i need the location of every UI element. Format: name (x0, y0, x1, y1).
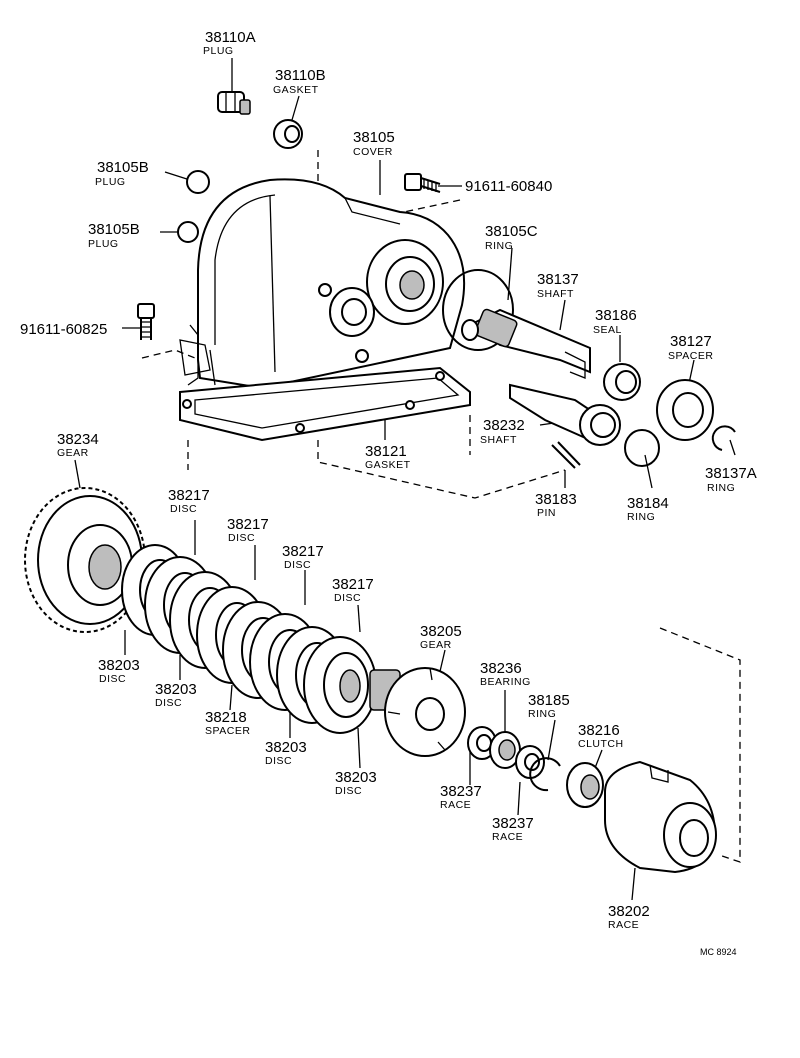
callout-38232-caption: SHAFT (480, 434, 517, 446)
callout-38203-d-number: 38203 (335, 769, 377, 786)
callout-38217-a-caption: DISC (170, 503, 197, 515)
callout-38236-number: 38236 (480, 660, 522, 677)
plug-38105b-lower (177, 221, 199, 243)
callout-38137a-number: 38137A (705, 465, 757, 482)
bolt-91611-60840 (404, 173, 441, 193)
gasket-38121 (179, 366, 471, 442)
callout-38183-number: 38183 (535, 491, 577, 508)
callout-38110a-caption: PLUG (203, 45, 234, 57)
callout-38105-caption: COVER (353, 146, 393, 158)
callout-38186-number: 38186 (595, 307, 637, 324)
callout-38237-b-number: 38237 (492, 815, 534, 832)
callout-38237-a-number: 38237 (440, 783, 482, 800)
callout-38236-caption: BEARING (480, 676, 531, 688)
callout-38105b-upper-number: 38105B (97, 159, 149, 176)
shaft-38137 (461, 308, 591, 379)
callout-38234-caption: GEAR (57, 447, 89, 459)
callout-38203-c-caption: DISC (265, 755, 292, 767)
callout-38203-b-number: 38203 (155, 681, 197, 698)
callout-38183-caption: PIN (537, 507, 556, 519)
plug-38105b-upper (186, 170, 210, 194)
cover-38105 (179, 178, 466, 390)
callout-38203-a-number: 38203 (98, 657, 140, 674)
callout-labels: 38110A PLUG 38110B GASKET 38105 COVER 38… (20, 29, 757, 957)
callout-38121-number: 38121 (365, 443, 407, 460)
callout-38184-caption: RING (627, 511, 655, 523)
callout-38205-caption: GEAR (420, 639, 452, 651)
callout-38121-caption: GASKET (365, 459, 411, 471)
reference-code: MC 8924 (700, 947, 737, 957)
callout-38186-caption: SEAL (593, 324, 622, 336)
race-38202 (604, 760, 717, 874)
callout-38137-number: 38137 (537, 271, 579, 288)
callout-38137a-caption: RING (707, 482, 735, 494)
callout-38203-c-number: 38203 (265, 739, 307, 756)
callout-38217-c-caption: DISC (284, 559, 311, 571)
callout-38216-caption: CLUTCH (578, 738, 624, 750)
callout-38203-b-caption: DISC (155, 697, 182, 709)
gasket-38110b (273, 119, 303, 149)
race-38237-left (467, 726, 497, 760)
callout-91611-60840-number: 91611-60840 (465, 178, 552, 195)
callout-38218-number: 38218 (205, 709, 247, 726)
callout-38105b-lower-caption: PLUG (88, 238, 119, 250)
callout-38127-caption: SPACER (668, 350, 713, 362)
callout-38217-a-number: 38217 (168, 487, 210, 504)
callout-38105-number: 38105 (353, 129, 395, 146)
plug-38110a (217, 91, 251, 115)
callout-38232-number: 38232 (483, 417, 525, 434)
callout-38110a-number: 38110A (205, 29, 256, 46)
clutch-38216 (566, 762, 604, 808)
callout-38234-number: 38234 (57, 431, 99, 448)
callout-38137-caption: SHAFT (537, 288, 574, 300)
ring-38105c (442, 269, 514, 351)
callout-38217-b-number: 38217 (227, 516, 269, 533)
ring-38184 (624, 429, 660, 467)
callout-38185-caption: RING (528, 708, 556, 720)
callout-38202-caption: RACE (608, 919, 639, 931)
callout-38184-number: 38184 (627, 495, 669, 512)
callout-38202-number: 38202 (608, 903, 650, 920)
callout-38217-c-number: 38217 (282, 543, 324, 560)
bearing-38236 (489, 731, 521, 769)
callout-38203-d-caption: DISC (335, 785, 362, 797)
callout-38110b-caption: GASKET (273, 84, 319, 96)
gear-38205 (369, 667, 466, 757)
callout-38218-caption: SPACER (205, 725, 250, 737)
callout-38127-number: 38127 (670, 333, 712, 350)
callout-38205-number: 38205 (420, 623, 462, 640)
callout-38217-b-caption: DISC (228, 532, 255, 544)
shaft-38232 (509, 383, 621, 446)
callout-91611-60825-number: 91611-60825 (20, 321, 107, 338)
callout-38105c-caption: RING (485, 240, 513, 252)
callout-38105b-upper-caption: PLUG (95, 176, 126, 188)
callout-38203-a-caption: DISC (99, 673, 126, 685)
callout-38217-d-caption: DISC (334, 592, 361, 604)
callout-38216-number: 38216 (578, 722, 620, 739)
spacer-38127 (656, 379, 714, 441)
bolt-91611-60825 (137, 303, 155, 340)
callout-38105b-lower-number: 38105B (88, 221, 140, 238)
pin-38183 (551, 441, 581, 469)
callout-38105c-number: 38105C (485, 223, 538, 240)
ring-38137a (711, 425, 736, 451)
ring-38185 (529, 757, 561, 792)
callout-38110b-number: 38110B (275, 67, 326, 84)
leader-lines (74, 58, 741, 901)
callout-38237-b-caption: RACE (492, 831, 523, 843)
seal-38186 (603, 363, 641, 401)
callout-38185-number: 38185 (528, 692, 570, 709)
callout-38237-a-caption: RACE (440, 799, 471, 811)
callout-38217-d-number: 38217 (332, 576, 374, 593)
